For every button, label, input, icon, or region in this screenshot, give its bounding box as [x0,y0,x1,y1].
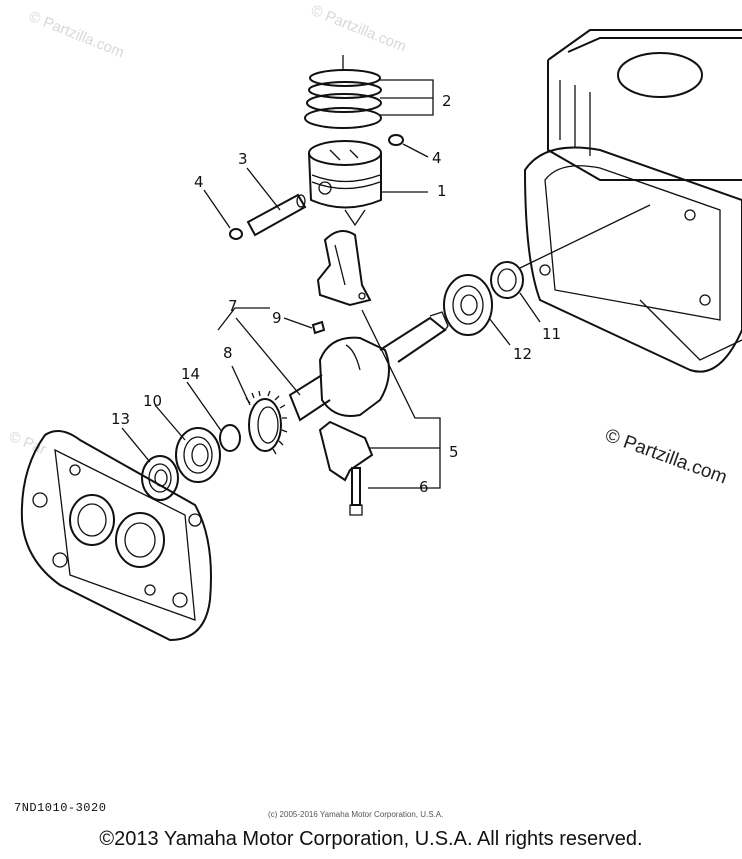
callout-11: 11 [542,325,561,343]
bearing-12-drawing [443,274,493,336]
callout-7: 7 [228,297,238,315]
footer-copyright: ©2013 Yamaha Motor Corporation, U.S.A. A… [99,828,643,850]
cylinder-block-drawing [519,29,742,373]
crankshaft-drawing [288,311,449,422]
callout-10: 10 [143,392,162,410]
connecting-rod-drawing [316,230,374,482]
leader-lines [121,79,541,489]
callout-12: 12 [513,345,532,363]
callout-2: 2 [442,92,452,110]
watermark-top-left: © Partzilla.com [27,8,127,62]
callout-4-left: 4 [194,173,204,191]
circlip-left-drawing [229,228,243,240]
rod-bolt-drawing [349,467,363,516]
small-copyright: (c) 2005-2016 Yamaha Motor Corporation, … [268,810,444,819]
callout-3: 3 [238,150,248,168]
woodruff-key-drawing [311,320,326,335]
piston-pin-drawing [246,193,307,237]
diagram-code: 7ND1010-3020 [14,801,107,815]
watermark-right: © Partzilla.com [602,425,729,489]
callout-6: 6 [419,478,429,496]
callout-5: 5 [449,443,459,461]
crank-gear-drawing [245,390,288,455]
watermark-top-center: © Partzilla.com [309,2,409,56]
shim-washer-drawing [219,424,241,452]
watermark-left: © Par [7,428,49,458]
callout-14: 14 [181,365,200,383]
bearing-10-drawing [175,427,221,483]
crankcase-cover-drawing [20,430,212,642]
piston-drawing [308,140,382,227]
bearing-11-drawing [490,261,524,299]
callout-8: 8 [223,344,233,362]
circlip-right-drawing [388,134,404,146]
callout-4-right: 4 [432,149,442,167]
callout-9: 9 [272,309,282,327]
piston-rings-drawing [304,55,382,129]
callout-13: 13 [111,410,130,428]
callout-1: 1 [437,182,447,200]
exploded-parts-diagram: © Partzilla.com © Partzilla.com © Par © … [7,2,742,642]
